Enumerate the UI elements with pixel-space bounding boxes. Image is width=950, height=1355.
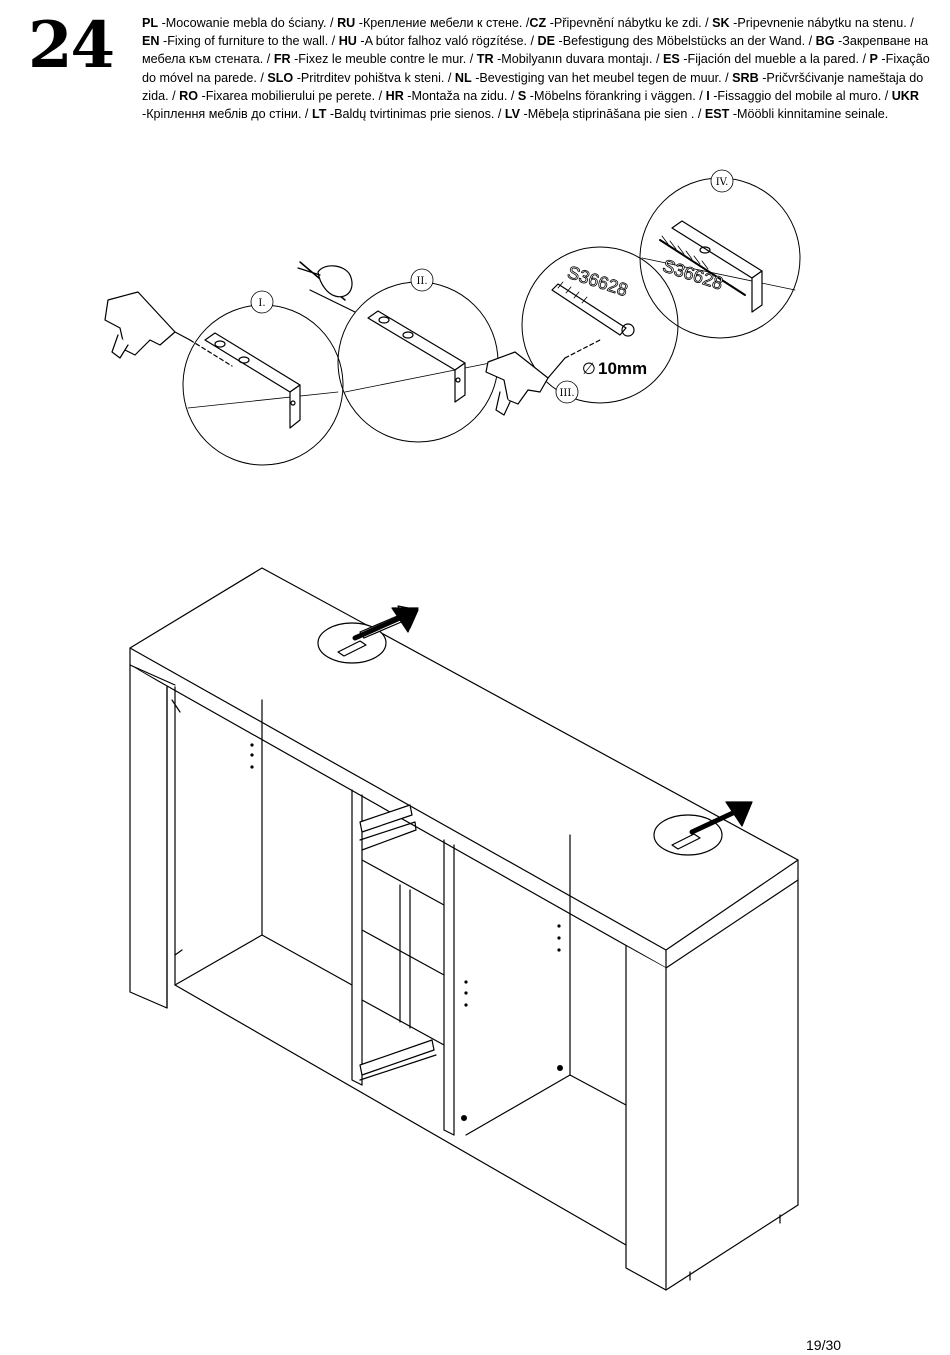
detail-circle-2: II.	[297, 261, 499, 443]
label-circle-2	[410, 268, 434, 292]
language-code: HU	[338, 34, 357, 49]
language-code: PL	[142, 16, 159, 30]
instruction-text: -Baldų tvirtinimas prie sienos. /	[326, 107, 505, 122]
language-code: CZ	[529, 16, 547, 30]
instruction-text: -Крепление мебели к стене. /	[355, 16, 530, 30]
instruction-text: -Fissaggio del mobile al muro. /	[709, 88, 892, 103]
language-code: DE	[537, 34, 556, 49]
language-code: SK	[712, 16, 730, 30]
instruction-text: -Montaža na zidu. /	[403, 88, 518, 103]
instruction-text: -Mobilyanın duvara montajı. /	[493, 52, 663, 67]
instruction-text: -Pritrditev pohištva k steni. /	[293, 70, 455, 85]
detail-label-1: I.	[258, 298, 265, 309]
language-code: LV	[504, 107, 521, 122]
language-code: EN	[142, 34, 160, 49]
language-code: BG	[815, 34, 835, 49]
language-code: RU	[337, 16, 356, 30]
instruction-text: -Fixing of furniture to the wall. /	[159, 34, 339, 49]
instruction-text: -Fixação do móvel na parede. /	[142, 52, 930, 85]
instruction-text: -Möbelns förankring i väggen. /	[526, 88, 707, 103]
instruction-text: -Připevnění nábytku ke zdi. /	[546, 16, 713, 30]
drill-size: 10mm	[598, 359, 647, 378]
label-circle-1	[250, 290, 274, 314]
language-code: HR	[385, 88, 404, 103]
instruction-text: -Pričvršćivanje nameštaja do zida. /	[142, 70, 924, 103]
instruction-text: -Pripevnenie nábytku na stenu. /	[729, 16, 914, 30]
instruction-text: -Befestigung des Möbelstücks an der Wand…	[555, 34, 816, 49]
instruction-text: -Mööbli kinnitamine seinale.	[729, 107, 889, 122]
language-code: EST	[704, 107, 730, 122]
detail-label-2: II.	[416, 276, 427, 287]
label-circle-3	[555, 380, 579, 404]
language-code: SRB	[732, 70, 759, 85]
language-code: S	[517, 88, 527, 103]
detail-circle-3: S36628 ∅ 10mm III.	[485, 246, 679, 416]
language-code: LT	[311, 107, 327, 122]
instruction-text: -Кріплення меблів до стіни. /	[142, 107, 312, 122]
instruction-text: -Закрепване на мебела към стената. /	[142, 34, 929, 67]
detail-circle-1: I.	[104, 290, 344, 466]
instructions-text: PL -Mocowanie mebla do ściany. / RU -Кре…	[142, 14, 934, 123]
language-code: ES	[663, 52, 680, 67]
language-code: SLO	[267, 70, 294, 85]
label-circle-4	[710, 169, 734, 193]
language-code: FR	[273, 52, 291, 67]
instruction-text: -A bútor falhoz való rögzítése. /	[356, 34, 538, 49]
detail-circle-4: S36628 IV.	[639, 169, 801, 339]
page-number: 19/30	[806, 1337, 842, 1353]
language-code: I	[706, 88, 710, 103]
instruction-text: -Fixarea mobilierului pe perete. /	[198, 88, 386, 103]
detail-label-4: IV.	[716, 177, 729, 188]
instruction-text: -Mēbeļa stiprināšana pie sien . /	[520, 107, 705, 122]
instruction-text: -Fijación del mueble a la pared. /	[679, 52, 870, 67]
language-code: P	[869, 52, 878, 67]
instruction-text: -Fixez le meuble contre le mur. /	[290, 52, 477, 67]
language-code: NL	[454, 70, 472, 85]
detail-label-3: III.	[559, 388, 574, 399]
instruction-text: -Mocowanie mebla do ściany. /	[158, 16, 338, 30]
language-code: UKR	[891, 88, 919, 103]
diameter-symbol: ∅	[582, 361, 596, 378]
instruction-text: -Bevestiging van het meubel tegen de muu…	[471, 70, 733, 85]
language-code: TR	[476, 52, 494, 67]
cabinet	[129, 567, 799, 1291]
language-code: RO	[179, 88, 198, 103]
step-number: 24	[28, 8, 115, 83]
